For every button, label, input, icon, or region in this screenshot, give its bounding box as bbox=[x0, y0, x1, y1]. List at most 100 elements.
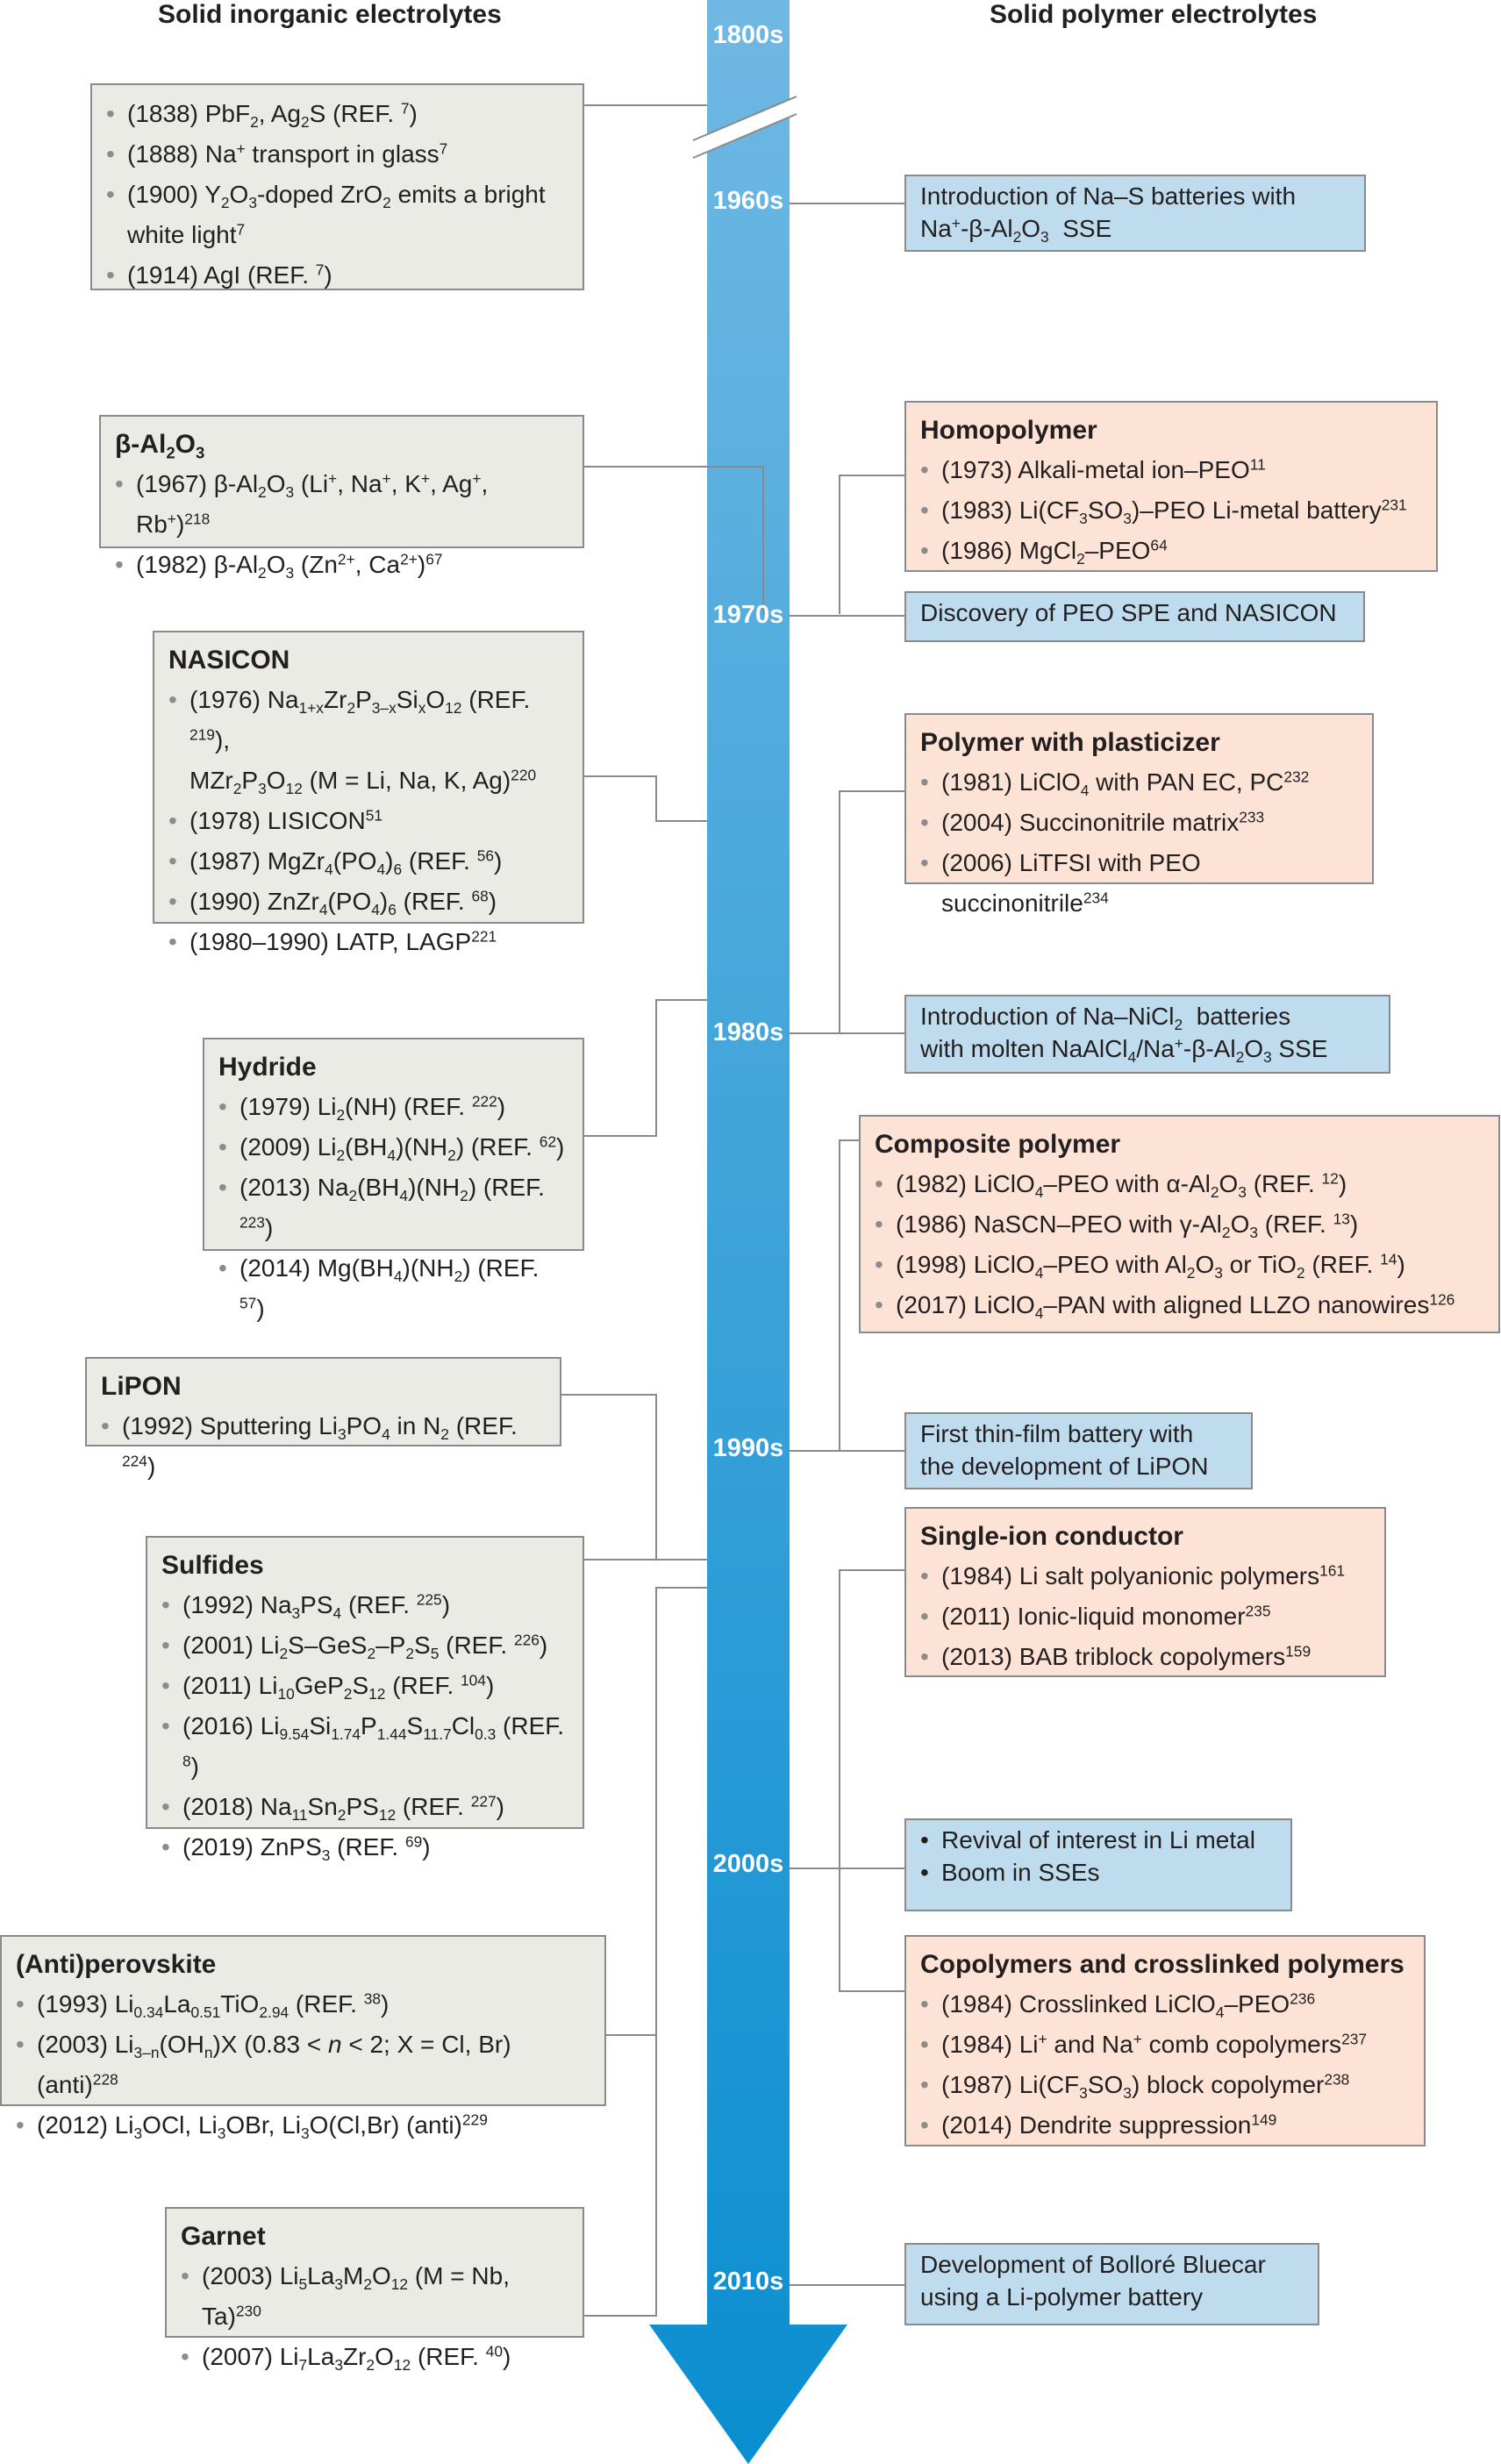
list-item: (1984) Crosslinked LiClO4–PEO236 bbox=[920, 1984, 1410, 2025]
inorganic-hydride-box: Hydride (1979) Li2(NH) (REF. 222) (2009)… bbox=[203, 1038, 584, 1322]
list-item: (2007) Li7La3Zr2O12 (REF. 40) bbox=[181, 2337, 568, 2377]
inorganic-lipon-box: LiPON (1992) Sputtering Li3PO4 in N2 (RE… bbox=[85, 1357, 561, 1480]
list-item: (1987) MgZr4(PO4)6 (REF. 56) bbox=[168, 841, 568, 882]
list-item: (2003) Li5La3M2O12 (M = Nb, Ta)230 bbox=[181, 2256, 568, 2337]
polymer-copolymers-box: Copolymers and crosslinked polymers (198… bbox=[904, 1935, 1426, 2146]
group-title: Single-ion conductor bbox=[920, 1522, 1183, 1551]
list-item: (1986) NaSCN–PEO with γ-Al2O3 (REF. 13) bbox=[875, 1204, 1484, 1245]
list-item: (1993) Li0.34La0.51TiO2.94 (REF. 38) bbox=[16, 1984, 590, 2025]
list-item: (1982) β-Al2O3 (Zn2+, Ca2+)67 bbox=[115, 545, 568, 585]
connector-beta-alumina bbox=[583, 466, 764, 614]
list-item: (1981) LiClO4 with PAN EC, PC232 bbox=[920, 762, 1358, 803]
connector-plasticizer bbox=[839, 790, 905, 1033]
list-item: (1986) MgCl2–PEO64 bbox=[920, 531, 1422, 571]
group-title: Garnet bbox=[181, 2222, 266, 2251]
list-item: (1967) β-Al2O3 (Li+, Na+, K+, Ag+, Rb+)2… bbox=[115, 464, 568, 545]
decade-label-1970s: 1970s bbox=[712, 601, 784, 629]
list-item: (1914) AgI (REF. 7) bbox=[106, 255, 568, 296]
connector-lines bbox=[561, 104, 905, 2317]
polymer-plasticizer-box: Polymer with plasticizer (1981) LiClO4 w… bbox=[904, 713, 1374, 917]
list-item: (1984) Li+ and Na+ comb copolymers237 bbox=[920, 2025, 1410, 2065]
list-item: (2013) BAB triblock copolymers159 bbox=[920, 1637, 1370, 1677]
connector-single-ion bbox=[839, 1569, 905, 1868]
list-item: (2003) Li3–n(OHn)X (0.83 < n < 2; X = Cl… bbox=[16, 2025, 590, 2105]
list-item: (2013) Na2(BH4)(NH2) (REF. 223) bbox=[218, 1168, 568, 1248]
event-1970s-box: Discovery of PEO SPE and NASICON bbox=[904, 591, 1365, 642]
left-column-title: Solid inorganic electrolytes bbox=[158, 0, 502, 29]
list-item: (2012) Li3OCl, Li3OBr, Li3O(Cl,Br) (anti… bbox=[16, 2105, 590, 2146]
inorganic-early-box: (1838) PbF2, Ag2S (REF. 7) (1888) Na+ tr… bbox=[90, 83, 584, 296]
inorganic-nasicon-box: NASICON (1976) Na1+xZr2P3–xSixO12 (REF. … bbox=[153, 631, 584, 962]
list-item: (2006) LiTFSI with PEO succinonitrile234 bbox=[920, 843, 1358, 924]
list-item: (1838) PbF2, Ag2S (REF. 7) bbox=[106, 94, 568, 134]
list-item: (2011) Ionic-liquid monomer235 bbox=[920, 1596, 1370, 1637]
connector-composite bbox=[839, 1139, 859, 1451]
list-item: (1979) Li2(NH) (REF. 222) bbox=[218, 1087, 568, 1127]
list-item: (1980–1990) LATP, LAGP221 bbox=[168, 922, 568, 962]
list-item: (2018) Na11Sn2PS12 (REF. 227) bbox=[161, 1787, 568, 1827]
list-item: (2004) Succinonitrile matrix233 bbox=[920, 803, 1358, 843]
connector-lipon bbox=[561, 1394, 707, 1561]
connector-homopolymer bbox=[839, 475, 905, 614]
list-item: (1900) Y2O3-doped ZrO2 emits a bright wh… bbox=[106, 175, 568, 255]
group-title: Sulfides bbox=[161, 1551, 264, 1580]
group-title: β-Al2O3 bbox=[115, 430, 205, 462]
list-item: (1973) Alkali-metal ion–PEO11 bbox=[920, 450, 1422, 490]
right-column-title: Solid polymer electrolytes bbox=[990, 0, 1318, 29]
decade-label-2010s: 2010s bbox=[712, 2268, 784, 2296]
timeline-arrow bbox=[649, 0, 847, 2464]
group-title: (Anti)perovskite bbox=[16, 1950, 217, 1979]
list-item: (2011) Li10GeP2S12 (REF. 104) bbox=[161, 1666, 568, 1706]
list-item: (1976) Na1+xZr2P3–xSixO12 (REF. 219),MZr… bbox=[168, 680, 568, 801]
list-item: (1984) Li salt polyanionic polymers161 bbox=[920, 1556, 1370, 1596]
list-item: Boom in SSEs bbox=[920, 1856, 1276, 1889]
list-item: (1982) LiClO4–PEO with α-Al2O3 (REF. 12) bbox=[875, 1164, 1484, 1204]
list-item: (2014) Mg(BH4)(NH2) (REF. 57) bbox=[218, 1248, 568, 1329]
decade-label-1960s: 1960s bbox=[712, 187, 784, 215]
group-title: Homopolymer bbox=[920, 416, 1097, 445]
group-title: Copolymers and crosslinked polymers bbox=[920, 1950, 1405, 1979]
decade-label-1990s: 1990s bbox=[712, 1434, 784, 1462]
list-item: Revival of interest in Li metal bbox=[920, 1824, 1276, 1856]
group-title: Hydride bbox=[218, 1053, 317, 1082]
decade-label-1800s: 1800s bbox=[712, 21, 784, 49]
polymer-single-ion-box: Single-ion conductor (1984) Li salt poly… bbox=[904, 1507, 1386, 1677]
decade-label-1980s: 1980s bbox=[712, 1018, 784, 1046]
decade-label-2000s: 2000s bbox=[712, 1850, 784, 1878]
inorganic-perovskite-box: (Anti)perovskite (1993) Li0.34La0.51TiO2… bbox=[0, 1935, 606, 2146]
polymer-homopolymer-box: Homopolymer (1973) Alkali-metal ion–PEO1… bbox=[904, 401, 1438, 572]
connector-nasicon bbox=[583, 775, 707, 822]
list-item: (2014) Dendrite suppression149 bbox=[920, 2105, 1410, 2146]
timeline-break-mark bbox=[692, 96, 797, 159]
inorganic-garnet-box: Garnet (2003) Li5La3M2O12 (M = Nb, Ta)23… bbox=[165, 2207, 584, 2377]
list-item: (1992) Sputtering Li3PO4 in N2 (REF. 224… bbox=[101, 1406, 546, 1487]
group-title: LiPON bbox=[101, 1372, 182, 1401]
group-title: Composite polymer bbox=[875, 1130, 1121, 1159]
list-item: (1888) Na+ transport in glass7 bbox=[106, 134, 568, 175]
connector-copolymers bbox=[839, 1868, 905, 1992]
group-title: NASICON bbox=[168, 646, 290, 675]
connector-perovskite bbox=[605, 1587, 707, 2036]
connector-hydride bbox=[583, 999, 707, 1137]
list-item: (1992) Na3PS4 (REF. 225) bbox=[161, 1585, 568, 1625]
inorganic-beta-alumina-box: β-Al2O3 (1967) β-Al2O3 (Li+, Na+, K+, Ag… bbox=[99, 415, 584, 585]
list-item: (2001) Li2S–GeS2–P2S5 (REF. 226) bbox=[161, 1625, 568, 1666]
list-item: (2017) LiClO4–PAN with aligned LLZO nano… bbox=[875, 1285, 1484, 1325]
event-text: Discovery of PEO SPE and NASICON bbox=[920, 599, 1337, 626]
list-item: (1978) LISICON51 bbox=[168, 801, 568, 841]
inorganic-sulfides-box: Sulfides (1992) Na3PS4 (REF. 225) (2001)… bbox=[146, 1536, 584, 1868]
event-2000s-box: Revival of interest in Li metal Boom in … bbox=[904, 1818, 1292, 1911]
list-item: (1990) ZnZr4(PO4)6 (REF. 68) bbox=[168, 882, 568, 922]
list-item: (1998) LiClO4–PEO with Al2O3 or TiO2 (RE… bbox=[875, 1245, 1484, 1285]
connector-garnet bbox=[583, 2035, 657, 2317]
list-item: (2019) ZnPS3 (REF. 69) bbox=[161, 1827, 568, 1868]
